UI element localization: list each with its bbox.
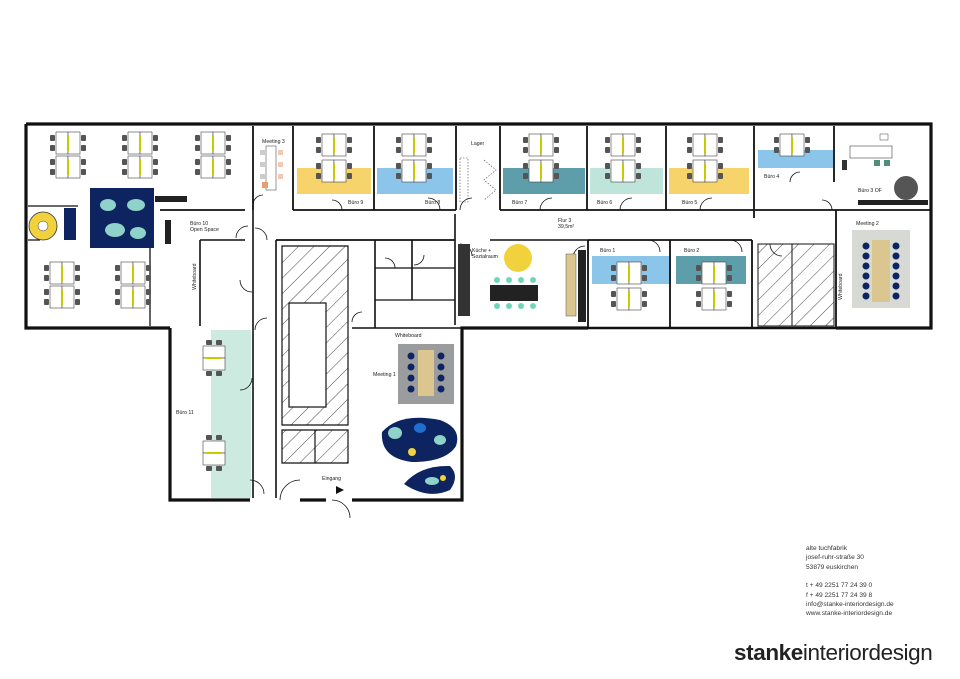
address-line-2: josef-ruhr-straße 30	[806, 554, 864, 562]
label-kueche: Küche +Sozialraum	[472, 248, 498, 260]
lounge-open-space	[28, 188, 187, 248]
meeting-3-furniture	[260, 145, 283, 191]
label-buero8: Büro 8	[425, 200, 440, 206]
label-whiteboard-c: Whiteboard	[838, 273, 844, 300]
label-whiteboard-b: Whiteboard	[395, 333, 422, 339]
label-meeting1: Meeting 1	[373, 372, 396, 378]
phone: t + 49 2251 77 24 39 0	[806, 582, 873, 590]
entrance-arrow-icon	[336, 486, 344, 494]
storage-shelves	[459, 157, 497, 203]
label-buero5: Büro 5	[682, 200, 697, 206]
label-buero2: Büro 2	[684, 248, 699, 254]
meeting-2-furniture	[862, 240, 900, 302]
label-buero3og: Büro 3 OF	[858, 188, 882, 194]
label-buero4: Büro 4	[764, 174, 779, 180]
label-whiteboard-a: Whiteboard	[192, 263, 198, 290]
label-buero1: Büro 1	[600, 248, 615, 254]
company-logo: stankeinteriordesign	[734, 640, 933, 666]
address-line-3: 53879 euskirchen	[806, 563, 859, 571]
doors	[235, 171, 833, 519]
email-link[interactable]: info@stanke-interiordesign.de	[806, 601, 894, 609]
logo-bold: stanke	[734, 640, 803, 665]
office-3og-furniture	[842, 133, 928, 205]
label-buero7: Büro 7	[512, 200, 527, 206]
label-buero6: Büro 6	[597, 200, 612, 206]
fax: f + 49 2251 77 24 39 8	[806, 591, 873, 599]
website-link[interactable]: www.stanke-interiordesign.de	[806, 610, 893, 618]
label-buero9: Büro 9	[348, 200, 363, 206]
label-lager: Lager	[471, 141, 485, 147]
kitchen-furniture	[458, 244, 586, 322]
meeting-1-furniture	[381, 344, 458, 494]
label-meeting2: Meeting 2	[856, 221, 879, 227]
label-eingang: Eingang	[322, 476, 341, 482]
label-meeting3: Meeting 3	[262, 139, 285, 145]
label-buero11: Büro 11	[176, 410, 194, 416]
address-line-1: alte tuchfabrik	[806, 545, 848, 552]
contact-block: alte tuchfabrik josef-ruhr-straße 30 538…	[806, 544, 894, 619]
logo-light: interiordesign	[802, 640, 933, 665]
walls	[24, 122, 933, 502]
stair-shafts	[281, 243, 835, 464]
